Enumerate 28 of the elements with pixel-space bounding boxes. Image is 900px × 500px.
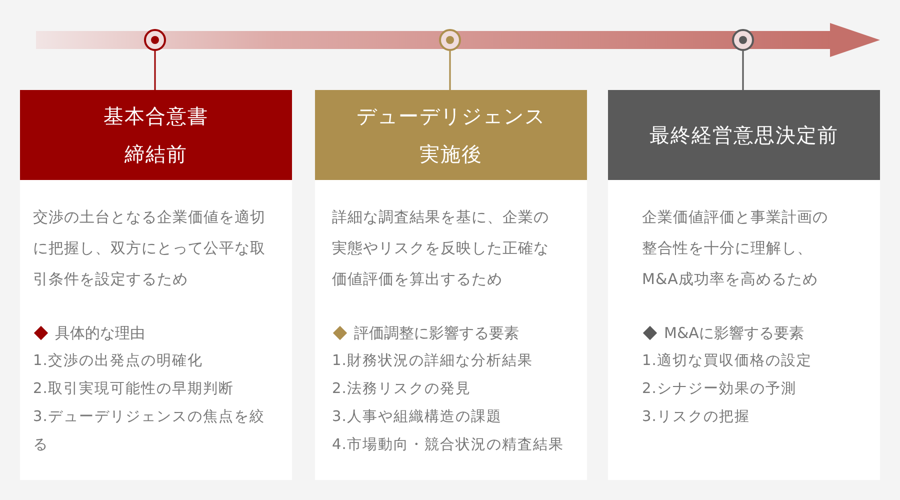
list-item: 1.財務状況の詳細な分析結果 — [332, 352, 534, 371]
list-item: 2.法務リスクの発見 — [332, 380, 472, 399]
description-text: 詳細な調査結果を基に、企業の実態やリスクを反映した正確な価値評価を算出するため — [332, 207, 550, 290]
section-heading: 評価調整に影響する要素 — [354, 323, 519, 344]
list-item: 2.シナジー効果の予測 — [642, 380, 798, 399]
description-text: 交渉の土台となる企業価値を適切に把握し、双方にとって公平な取引条件を設定するため — [33, 207, 266, 290]
list-item: 3.人事や組織構造の課題 — [332, 408, 503, 427]
list-item: 2.取引実現可能性の早期判断 — [33, 380, 235, 399]
list-item: 4.市場動向・競合状況の精査結果 — [332, 436, 565, 455]
stage-title: 最終経営意思決定前 — [650, 122, 838, 149]
connector-line — [154, 51, 156, 90]
stage-header-box — [20, 90, 292, 180]
stage-header-box — [315, 90, 587, 180]
stage-title: 基本合意書締結前 — [102, 103, 210, 168]
description-text: 企業価値評価と事業計画の整合性を十分に理解し、M&A成功率を高めるため — [642, 207, 829, 290]
section-heading: M&Aに影響する要素 — [664, 323, 804, 344]
timeline-marker — [144, 29, 166, 51]
connector-line — [449, 51, 451, 90]
timeline-marker — [732, 29, 754, 51]
stage-title: デューデリジェンス実施後 — [356, 103, 546, 168]
connector-line — [742, 51, 744, 90]
list-item: 3.リスクの把握 — [642, 408, 751, 427]
list-item: 1.適切な買収価格の設定 — [642, 352, 813, 371]
section-heading: 具体的な理由 — [55, 323, 145, 344]
list-item: 3.デューデリジェンスの焦点を絞る — [33, 408, 266, 455]
timeline-marker — [439, 29, 461, 51]
list-item: 1.交渉の出発点の明確化 — [33, 352, 204, 371]
stage-header-box — [608, 90, 880, 180]
